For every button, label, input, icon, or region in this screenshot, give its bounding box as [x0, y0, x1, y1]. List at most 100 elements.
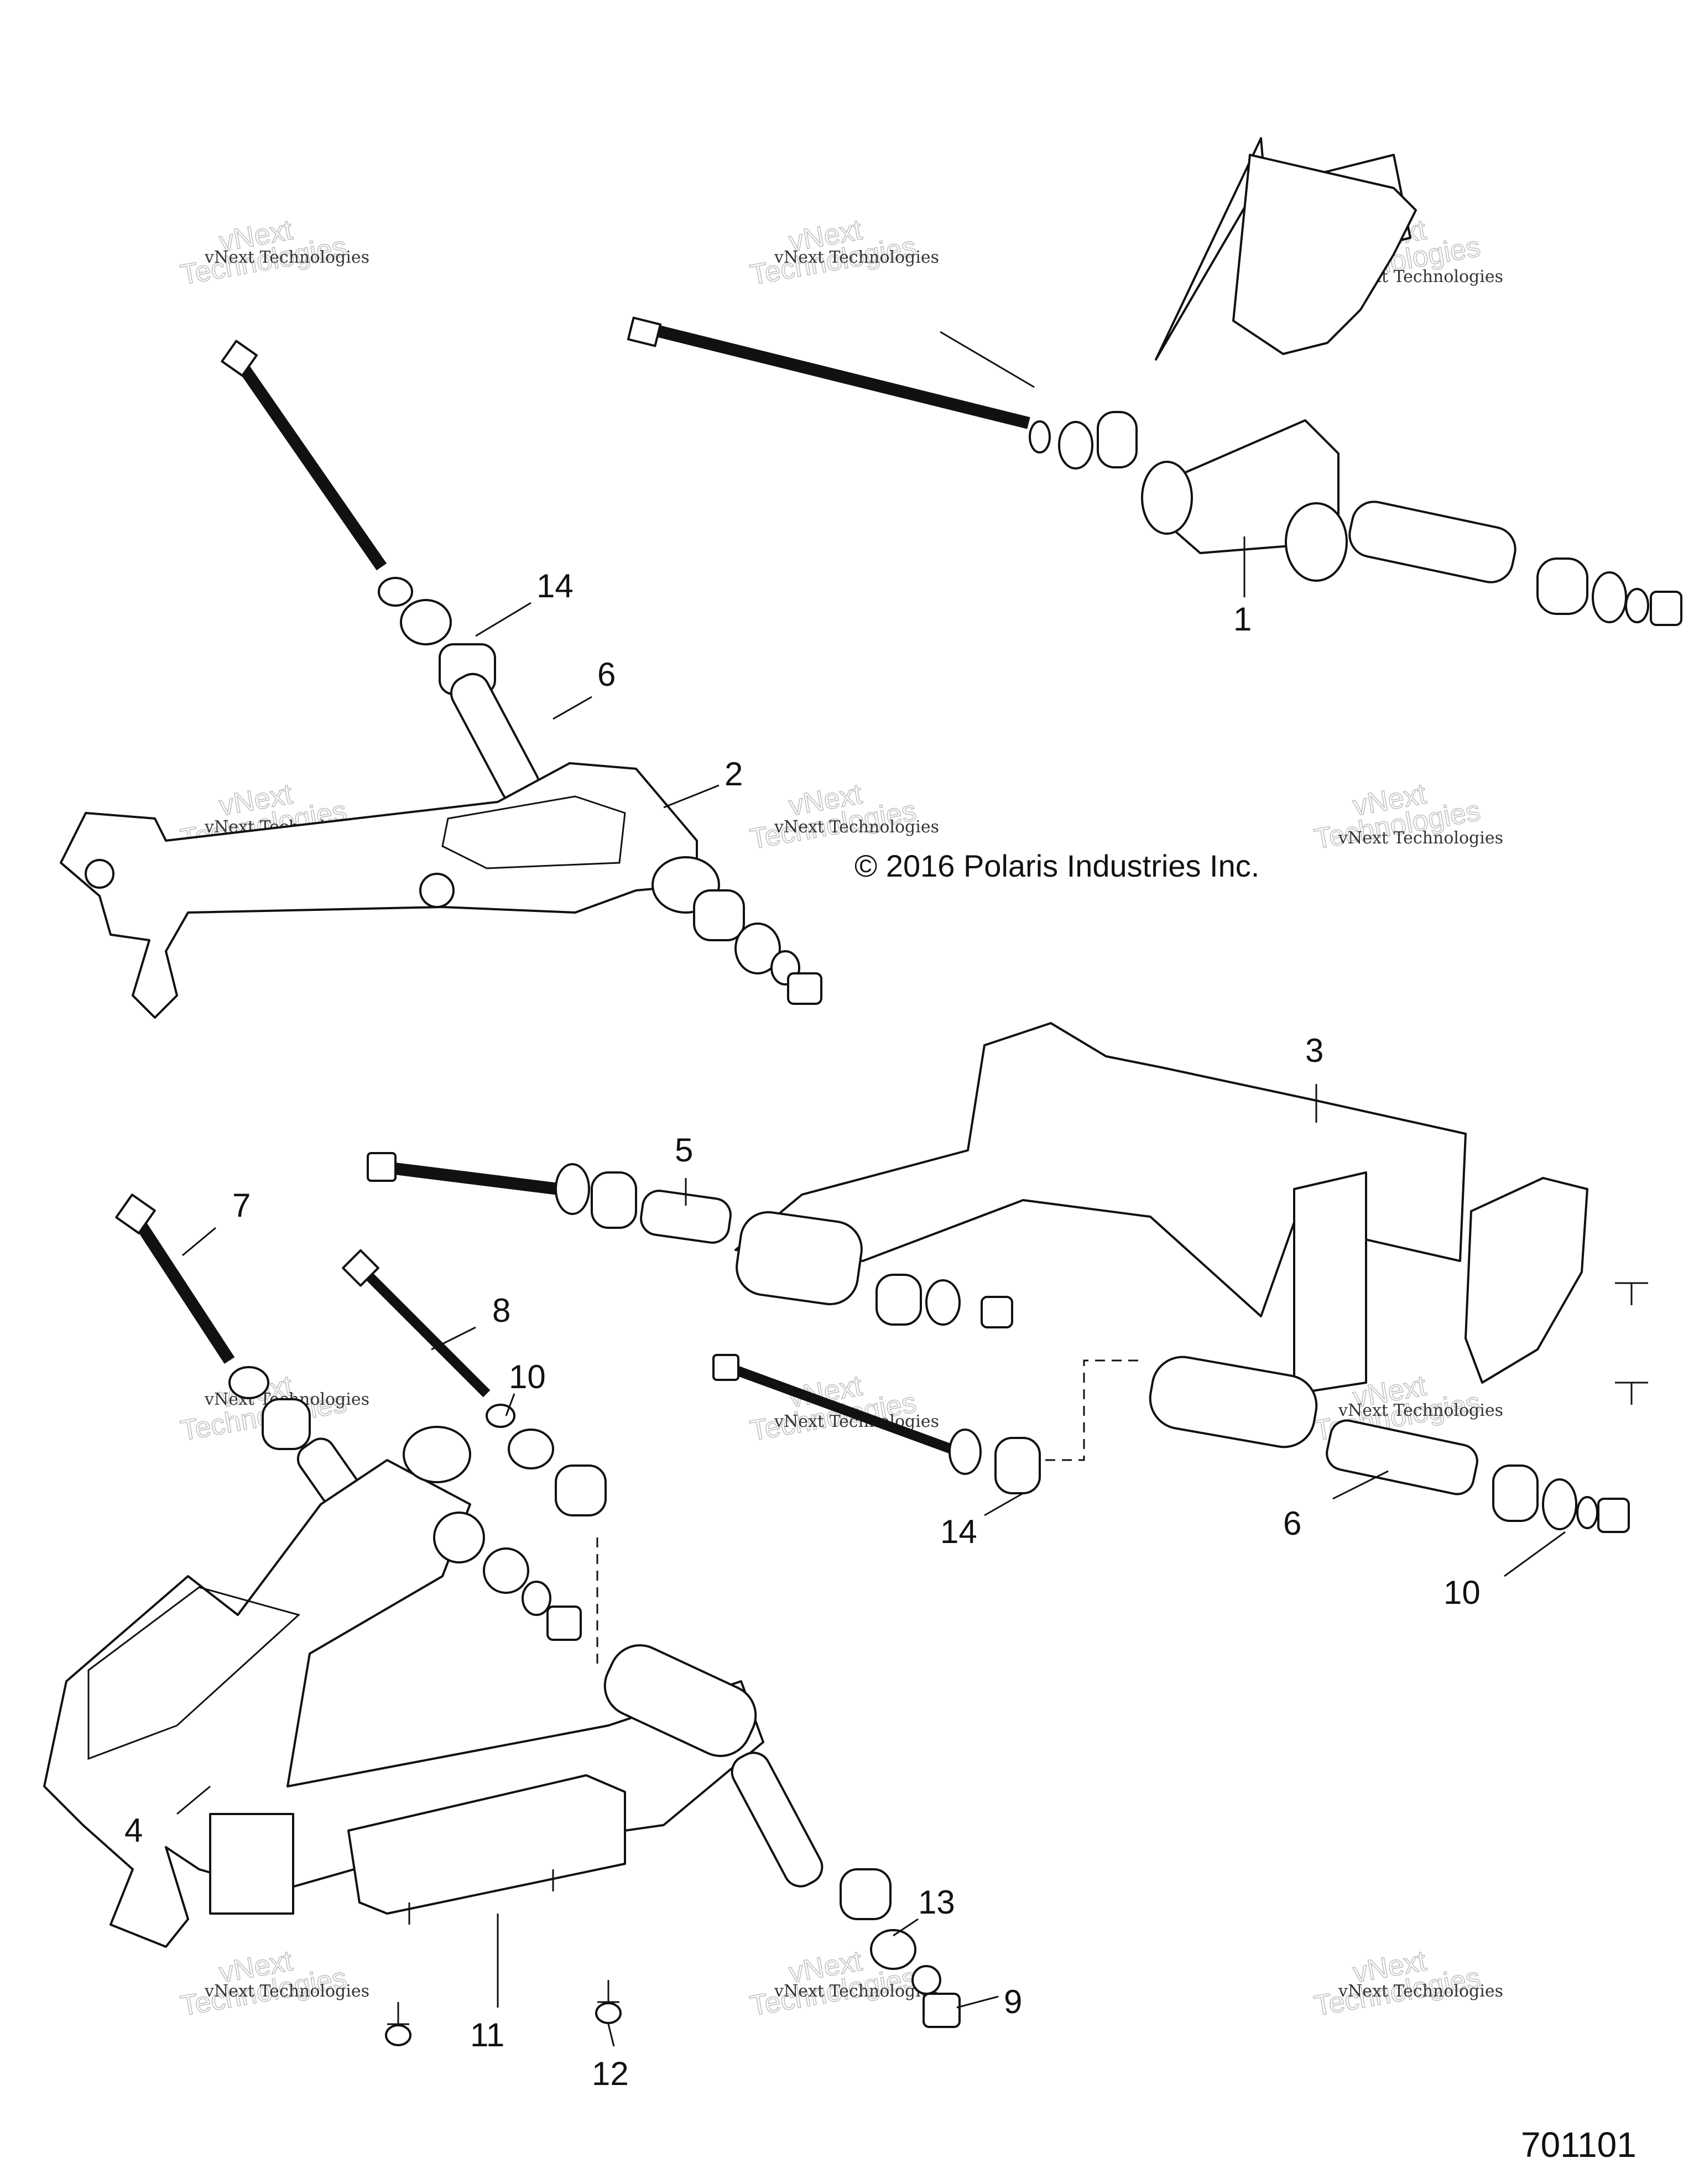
- watermark-tc: Technologies vNext vNext Technologies: [747, 213, 939, 292]
- spacer-3c: [994, 1437, 1041, 1494]
- rivet-12b: [597, 1980, 619, 2003]
- washer-1b: [1625, 588, 1649, 623]
- leader-8: [431, 1326, 476, 1351]
- watermark-mc: Technologies vNext vNext Technologies: [747, 778, 939, 856]
- callout-6b: 6: [1283, 1505, 1301, 1542]
- washer-3: [1576, 1496, 1598, 1529]
- spacer-1a: [1097, 411, 1138, 468]
- callout-14b: 14: [940, 1513, 977, 1550]
- lower-frame-4-gusset: [87, 1586, 301, 1760]
- spacer-4b: [555, 1464, 607, 1516]
- svg-text:vNext Technologies: vNext Technologies: [774, 1982, 939, 2001]
- bolt-4a-head: [115, 1193, 156, 1234]
- leader-lines: [176, 536, 1566, 2047]
- sleeve-3b: [1326, 1419, 1478, 1495]
- pivot-end-1: [1141, 461, 1193, 535]
- nut-2: [787, 972, 822, 1005]
- skid-plate-11: [347, 1774, 626, 1915]
- leader-10b: [1504, 1531, 1566, 1577]
- nut-1: [1650, 591, 1682, 626]
- watermark-br: Technologies vNext vNext Technologies: [1311, 1945, 1503, 2023]
- bolt-4a: [130, 1213, 235, 1364]
- nut-3b: [1597, 1498, 1630, 1533]
- callout-2: 2: [725, 755, 743, 793]
- bushing-1b: [1592, 571, 1627, 623]
- mount-plate-1: [1232, 154, 1417, 355]
- rivet-12a-head: [385, 2024, 411, 2046]
- callout-11: 11: [470, 2016, 504, 2053]
- leader-7: [182, 1227, 216, 1257]
- bolt-1-head: [627, 316, 662, 347]
- rivet-3b: [1615, 1382, 1648, 1405]
- bushing-13: [870, 1929, 916, 1970]
- spacer-4a: [262, 1398, 311, 1450]
- sleeve-3: [640, 1190, 732, 1244]
- rivet-12a: [387, 2002, 409, 2025]
- bolt-1: [648, 323, 1030, 429]
- a-arm-2: [60, 762, 698, 1019]
- trailing-arm-3: [734, 1022, 1467, 1317]
- nut-9: [923, 1993, 961, 2028]
- nut-3: [981, 1296, 1013, 1328]
- leader-14b: [984, 1492, 1024, 1516]
- bolt-3-head: [367, 1152, 397, 1182]
- rivet-3a: [1615, 1282, 1648, 1305]
- spacer-3a: [591, 1171, 637, 1229]
- bushing-3a: [555, 1163, 590, 1215]
- nut-4a: [546, 1606, 582, 1641]
- bushing-3c: [948, 1429, 982, 1475]
- bolt-3: [381, 1161, 560, 1195]
- callout-5: 5: [675, 1132, 693, 1169]
- sleeve-4b: [731, 1752, 824, 1888]
- bolt-2-head: [221, 340, 258, 377]
- leader-2: [663, 784, 720, 809]
- svg-text:vNext Technologies: vNext Technologies: [1338, 828, 1503, 848]
- bushing-4a: [228, 1366, 269, 1399]
- callout-3: 3: [1305, 1032, 1323, 1069]
- spacer-3b: [875, 1274, 922, 1326]
- washer-4b: [486, 1404, 515, 1428]
- skid-guard-3: [1465, 1177, 1588, 1384]
- bushing-3b: [925, 1279, 961, 1326]
- bolt-4b-head: [342, 1249, 379, 1287]
- copyright-notice: © 2016 Polaris Industries Inc.: [854, 848, 1259, 883]
- bolt-3b-head: [712, 1354, 739, 1381]
- pivot-end-1b: [1285, 502, 1348, 582]
- callout-14a: 14: [536, 567, 574, 604]
- callout-9: 9: [1004, 1983, 1022, 2020]
- svg-text:vNext Technologies: vNext Technologies: [774, 248, 939, 267]
- svg-text:vNext Technologies: vNext Technologies: [774, 817, 939, 837]
- lower-frame-4-tube-end: [209, 1813, 294, 1915]
- bolt-2: [232, 356, 387, 571]
- spacer-1b: [1536, 557, 1588, 615]
- callout-13: 13: [918, 1884, 955, 1921]
- leader-6b: [1332, 1470, 1389, 1500]
- a-arm-2-plate: [441, 795, 626, 869]
- a-arm-2-mount-hole: [85, 859, 114, 889]
- watermark-mr: Technologies vNext vNext Technologies: [1311, 778, 1503, 856]
- callout-7: 7: [232, 1187, 251, 1224]
- a-arm-2-hole: [419, 873, 455, 908]
- washer-4c: [522, 1581, 551, 1616]
- callout-8: 8: [492, 1292, 510, 1329]
- callout-1: 1: [1233, 601, 1252, 638]
- part-3-assembly: [367, 1022, 1648, 1533]
- svg-text:vNext Technologies: vNext Technologies: [204, 1982, 369, 2001]
- leader-12: [607, 2024, 615, 2047]
- leader-9: [956, 1995, 999, 2009]
- spacer-4c: [433, 1511, 485, 1563]
- trailing-arm-3-pivot: [736, 1211, 863, 1306]
- axis-line-3: [1045, 1359, 1139, 1461]
- bushing-1a: [1058, 421, 1093, 470]
- callout-4: 4: [124, 1812, 143, 1849]
- svg-text:vNext Technologies: vNext Technologies: [204, 248, 369, 267]
- callout-labels: 1 2 3 4 5 6 6 7 8 9 10 10 11 12 13 14 14: [124, 567, 1481, 2092]
- trailing-arm-3-lower-pivot: [1149, 1356, 1318, 1448]
- rivet-12b-head: [595, 2002, 622, 2024]
- washer-4d: [911, 1965, 941, 1995]
- callout-10b: 10: [1443, 1574, 1481, 1611]
- spacer-2b: [693, 889, 745, 941]
- bolt-3b: [722, 1361, 953, 1454]
- drawing-number: 701101: [1521, 2125, 1637, 2165]
